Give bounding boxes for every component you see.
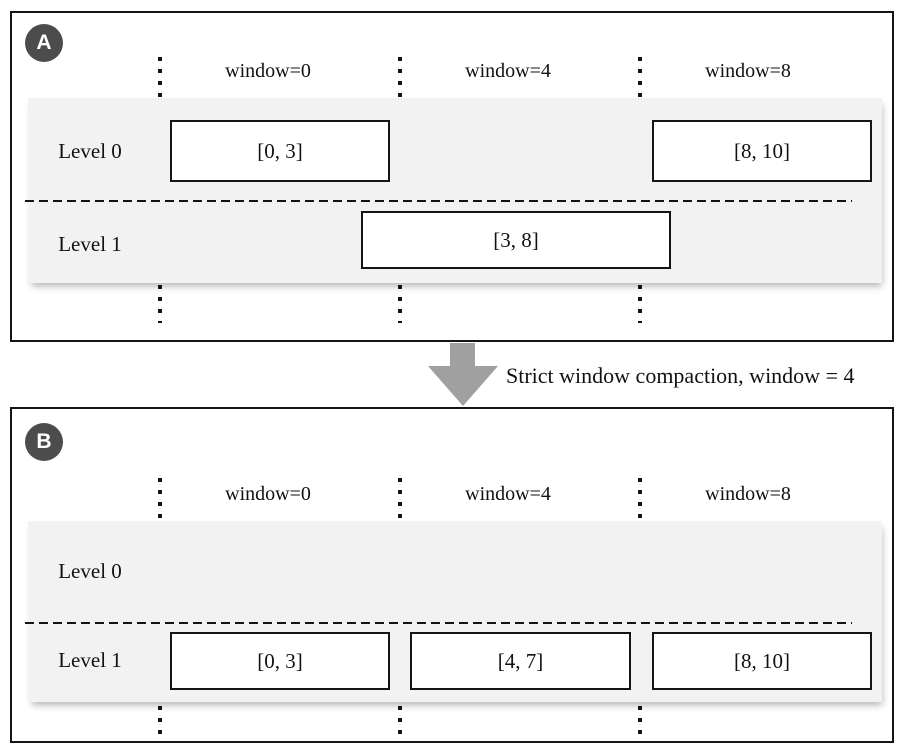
column-label-window-0: window=0 bbox=[225, 60, 311, 82]
interval-box: [0, 3] bbox=[170, 120, 390, 182]
down-arrow-icon bbox=[450, 343, 475, 367]
down-arrow-head-icon bbox=[428, 366, 498, 406]
row-label-level-1: Level 1 bbox=[58, 648, 122, 672]
level-separator-dashed-line bbox=[25, 622, 852, 624]
panel-b: B window=0 window=4 window=8 Level 0 Lev… bbox=[10, 407, 894, 743]
interval-box: [4, 7] bbox=[410, 632, 631, 690]
row-label-level-0: Level 0 bbox=[58, 559, 122, 583]
row-label-level-0: Level 0 bbox=[58, 139, 122, 163]
interval-box: [8, 10] bbox=[652, 632, 872, 690]
panel-b-badge: B bbox=[25, 423, 63, 461]
column-label-window-4: window=4 bbox=[465, 483, 551, 505]
level-separator-dashed-line bbox=[25, 200, 852, 202]
column-label-window-4: window=4 bbox=[465, 60, 551, 82]
column-label-window-0: window=0 bbox=[225, 483, 311, 505]
interval-box: [3, 8] bbox=[361, 211, 671, 269]
row-label-level-1: Level 1 bbox=[58, 232, 122, 256]
panel-a: A window=0 window=4 window=8 Level 0 Lev… bbox=[10, 11, 894, 342]
column-label-window-8: window=8 bbox=[705, 483, 791, 505]
panel-a-badge: A bbox=[25, 24, 63, 62]
transition-label: Strict window compaction, window = 4 bbox=[506, 363, 855, 388]
interval-box: [8, 10] bbox=[652, 120, 872, 182]
interval-box: [0, 3] bbox=[170, 632, 390, 690]
column-label-window-8: window=8 bbox=[705, 60, 791, 82]
